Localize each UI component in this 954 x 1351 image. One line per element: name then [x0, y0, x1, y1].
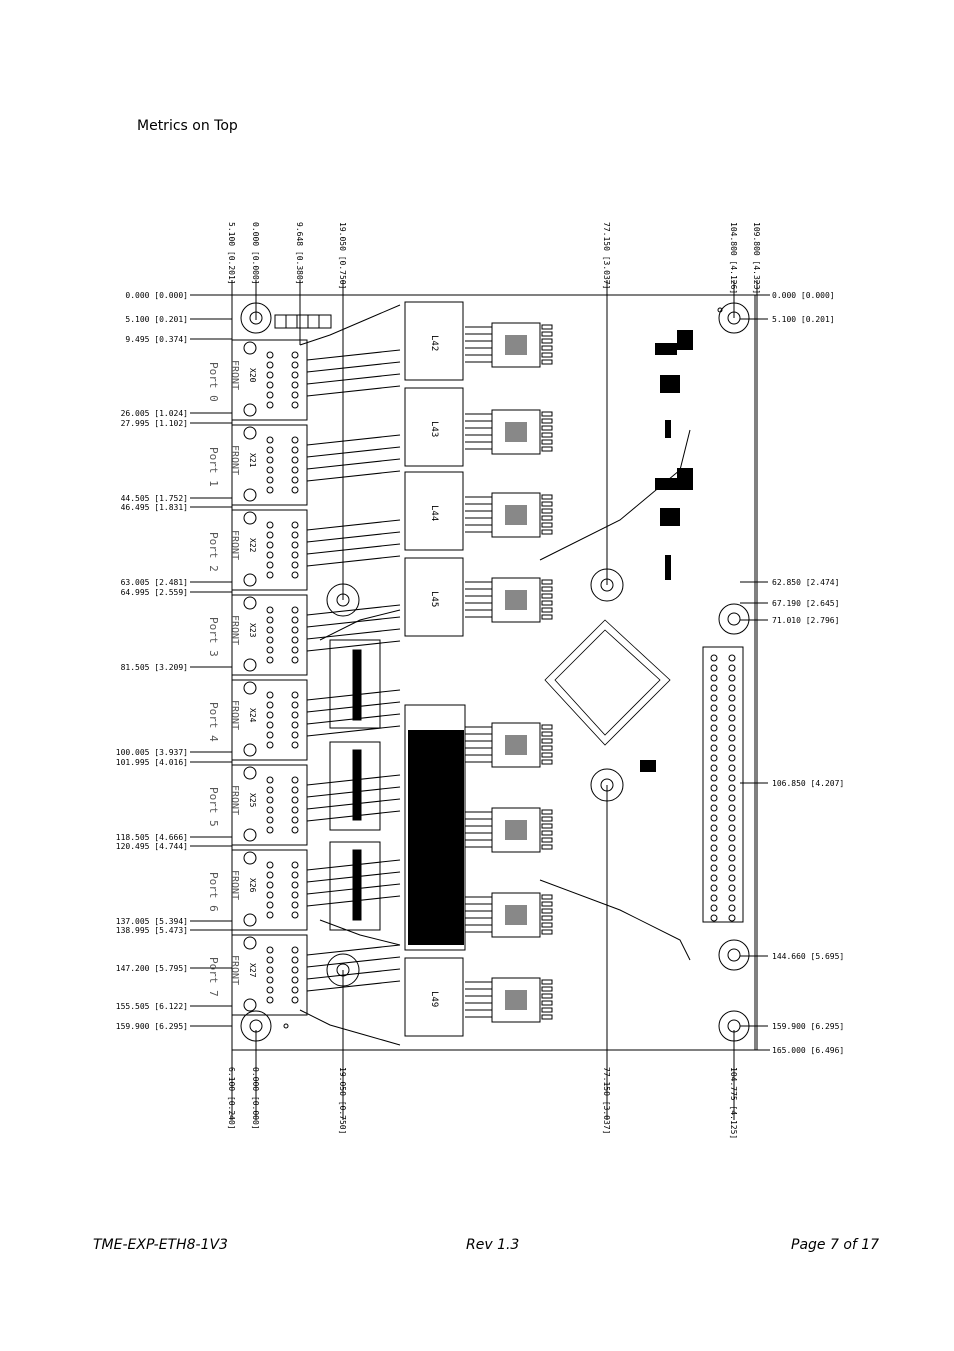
phy-chip: [465, 577, 553, 623]
left-dimension-label: 101.995 [4.016]: [116, 758, 188, 767]
port-connector: [231, 764, 308, 846]
left-dimension-label: 44.505 [1.752]: [121, 494, 188, 503]
right-dimension-label: 144.660 [5.695]: [772, 952, 844, 961]
right-dimension-label: 159.900 [6.295]: [772, 1022, 844, 1031]
left-dimension-label: 46.495 [1.831]: [121, 503, 188, 512]
port-front-label: FRONT: [229, 700, 240, 730]
footer-page-number: Page 7 of 17: [791, 1237, 880, 1253]
port-connector: [231, 849, 308, 931]
left-dimension-label: 100.005 [3.937]: [116, 748, 188, 757]
port-connector: [231, 934, 308, 1016]
connector-label: X25: [248, 793, 257, 808]
left-dimension-label: 63.005 [2.481]: [121, 578, 188, 587]
top-dimension-label: 77.150 [3.037]: [602, 222, 611, 289]
left-dimension-label: 159.900 [6.295]: [116, 1022, 188, 1031]
connector-label: X20: [248, 368, 257, 383]
port-front-label: FRONT: [229, 955, 240, 985]
left-dimension-label: 64.995 [2.559]: [121, 588, 188, 597]
left-dimension-label: 5.100 [0.201]: [125, 315, 188, 324]
section-title: Metrics on Top: [137, 118, 238, 134]
port-label: Port 6: [207, 872, 220, 912]
footer-revision: Rev 1.3: [466, 1237, 520, 1253]
phy-chip: [465, 409, 553, 455]
port-label: Port 4: [207, 702, 220, 742]
port-connector: [231, 339, 308, 421]
right-dimension-label: 5.100 [0.201]: [772, 315, 835, 324]
port-label: Port 2: [207, 532, 220, 572]
phy-chip: [465, 722, 553, 768]
transformer-label: L49: [429, 991, 439, 1007]
port-front-label: FRONT: [229, 615, 240, 645]
transformer-label: L42: [429, 335, 439, 351]
left-dimension-label: 26.005 [1.024]: [121, 409, 188, 418]
phy-chip: [465, 807, 553, 853]
left-dimension-label: 155.505 [6.122]: [116, 1002, 188, 1011]
right-dimension-label: 71.010 [2.796]: [772, 616, 839, 625]
bottom-dimension-label: 6.100 [0.240]: [227, 1067, 236, 1130]
bottom-dimension-label: 19.050 [0.750]: [338, 1067, 347, 1134]
bottom-dimension-label: 104.775 [4.125]: [729, 1067, 738, 1139]
transformer-label: L44: [429, 505, 439, 521]
port-front-label: FRONT: [229, 445, 240, 475]
left-dimension-label: 118.505 [4.666]: [116, 833, 188, 842]
left-dimension-label: 27.995 [1.102]: [121, 419, 188, 428]
top-dimension-label: 104.800 [4.126]: [729, 222, 738, 294]
port-front-label: FRONT: [229, 785, 240, 815]
right-dimension-label: 67.190 [2.645]: [772, 599, 839, 608]
port-label: Port 7: [207, 957, 220, 997]
top-dimension-label: 9.648 [0.380]: [295, 222, 304, 285]
left-dimension-label: 0.000 [0.000]: [125, 291, 188, 300]
connector-label: X26: [248, 878, 257, 893]
port-label: Port 0: [207, 362, 220, 402]
connector-label: X27: [248, 963, 257, 978]
phy-chip: [465, 322, 553, 368]
connector-label: X23: [248, 623, 257, 638]
bottom-dimension-label: 77.150 [3.037]: [602, 1067, 611, 1134]
phy-chip: [465, 892, 553, 938]
port-connector: [231, 594, 308, 676]
port-front-label: FRONT: [229, 870, 240, 900]
port-label: Port 5: [207, 787, 220, 827]
port-connector: [231, 424, 308, 506]
port-connector: [231, 679, 308, 761]
connector-label: X22: [248, 538, 257, 553]
port-connector: [231, 509, 308, 591]
right-dimension-label: 106.850 [4.207]: [772, 779, 844, 788]
phy-chip: [465, 492, 553, 538]
top-dimension-label: 0.000 [0.000]: [251, 222, 260, 285]
right-dimension-label: 165.000 [6.496]: [772, 1046, 844, 1055]
footer-doc-id: TME-EXP-ETH8-1V3: [93, 1237, 228, 1253]
top-dimension-label: 19.050 [0.750]: [338, 222, 347, 289]
transformer-label: L43: [429, 421, 439, 437]
left-dimension-label: 138.995 [5.473]: [116, 926, 188, 935]
right-dimension-label: 62.850 [2.474]: [772, 578, 839, 587]
bottom-dimension-label: 0.000 [0.000]: [251, 1067, 260, 1130]
connector-label: X24: [248, 708, 257, 723]
port-label: Port 3: [207, 617, 220, 657]
left-dimension-label: 120.495 [4.744]: [116, 842, 188, 851]
top-dimension-label: 109.800 [4.323]: [752, 222, 761, 294]
left-dimension-label: 9.495 [0.374]: [125, 335, 188, 344]
phy-chip: [465, 977, 553, 1023]
transformer-label: L45: [429, 591, 439, 607]
left-dimension-label: 81.505 [3.209]: [121, 663, 188, 672]
port-label: Port 1: [207, 447, 220, 487]
top-dimension-label: 5.100 [0.201]: [227, 222, 236, 285]
right-dimension-label: 0.000 [0.000]: [772, 291, 835, 300]
connector-label: X21: [248, 453, 257, 468]
left-dimension-label: 137.005 [5.394]: [116, 917, 188, 926]
left-dimension-label: 147.200 [5.795]: [116, 964, 188, 973]
port-front-label: FRONT: [229, 530, 240, 560]
port-front-label: FRONT: [229, 360, 240, 390]
